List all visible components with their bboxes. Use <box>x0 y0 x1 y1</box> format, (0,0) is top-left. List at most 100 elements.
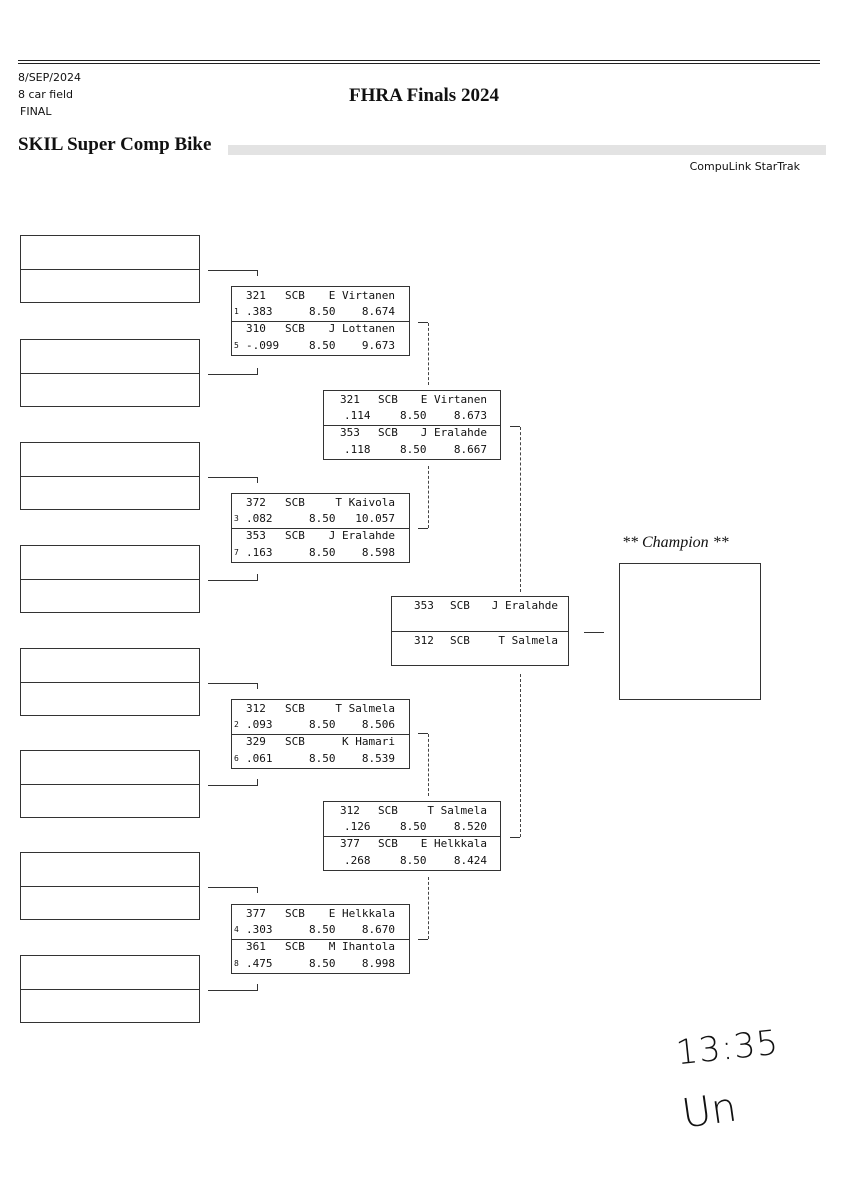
round1-matchup-2: 372 SCB T Kaivola 3 .082 8.50 10.057 353… <box>231 493 410 563</box>
elapsed-time: 9.673 <box>361 339 395 352</box>
reaction-time: -.099 <box>246 339 280 352</box>
connector <box>257 368 258 374</box>
handwritten-initials: Un <box>679 1084 740 1138</box>
connector <box>257 779 258 785</box>
elapsed-time: 8.670 <box>361 923 395 936</box>
car-class: SCB <box>378 393 398 406</box>
connector <box>257 887 258 893</box>
racer-name: J Eralahde <box>491 599 558 612</box>
top-rule <box>18 60 820 61</box>
connector <box>257 574 258 580</box>
car-class: SCB <box>285 529 305 542</box>
car-class: SCB <box>378 426 398 439</box>
lane-number: 4 <box>234 925 239 934</box>
connector <box>208 887 258 888</box>
dashed-connector <box>520 427 521 592</box>
car-class: SCB <box>285 289 305 302</box>
elapsed-time: 8.539 <box>361 752 395 765</box>
header-field: 8 car field <box>18 88 74 101</box>
car-class: SCB <box>285 496 305 509</box>
car-number: 377 <box>340 837 360 850</box>
car-number: 361 <box>246 940 266 953</box>
car-number: 310 <box>246 322 266 335</box>
reaction-time: .303 <box>246 923 273 936</box>
connector <box>510 837 520 838</box>
car-number: 372 <box>246 496 266 509</box>
elapsed-time: 8.674 <box>361 305 395 318</box>
dashed-connector <box>520 674 521 837</box>
empty-slot <box>20 648 200 716</box>
elapsed-time: 8.673 <box>453 409 487 422</box>
reaction-time: .118 <box>344 443 371 456</box>
dial-in: 8.50 <box>400 854 427 867</box>
connector <box>257 683 258 689</box>
car-class: SCB <box>285 735 305 748</box>
car-class: SCB <box>285 907 305 920</box>
top-rule-2 <box>18 63 820 64</box>
lane-number: 2 <box>234 720 239 729</box>
lane-number: 6 <box>234 754 239 763</box>
handwritten-time: 13:35 <box>674 1022 781 1074</box>
dial-in: 8.50 <box>400 409 427 422</box>
elapsed-time: 8.598 <box>361 546 395 559</box>
car-number: 312 <box>414 634 434 647</box>
dial-in: 8.50 <box>309 923 336 936</box>
racer-name: T Salmela <box>498 634 558 647</box>
racer-name: E Virtanen <box>328 289 395 302</box>
car-number: 353 <box>340 426 360 439</box>
car-number: 353 <box>246 529 266 542</box>
round2-matchup-2: 312 SCB T Salmela .126 8.50 8.520 377 SC… <box>323 801 501 871</box>
car-class: SCB <box>450 599 470 612</box>
connector <box>584 632 604 633</box>
dial-in: 8.50 <box>309 305 336 318</box>
connector <box>257 270 258 276</box>
dashed-connector <box>428 877 429 939</box>
event-title: FHRA Finals 2024 <box>349 85 499 106</box>
reaction-time: .082 <box>246 512 273 525</box>
car-class: SCB <box>285 702 305 715</box>
car-class: SCB <box>378 837 398 850</box>
connector <box>208 374 258 375</box>
lane-number: 5 <box>234 341 239 350</box>
elapsed-time: 8.998 <box>361 957 395 970</box>
dial-in: 8.50 <box>309 512 336 525</box>
reaction-time: .114 <box>344 409 371 422</box>
reaction-time: .163 <box>246 546 273 559</box>
car-number: 353 <box>414 599 434 612</box>
racer-name: T Salmela <box>335 702 395 715</box>
champion-label: ** Champion ** <box>622 534 729 551</box>
empty-slot <box>20 545 200 613</box>
lane-number: 8 <box>234 959 239 968</box>
car-number: 329 <box>246 735 266 748</box>
connector <box>418 322 428 323</box>
system-brand: CompuLink StarTrak <box>689 160 800 173</box>
empty-slot <box>20 852 200 920</box>
empty-slot <box>20 750 200 818</box>
elapsed-time: 10.057 <box>355 512 395 525</box>
empty-slot <box>20 442 200 510</box>
dial-in: 8.50 <box>400 820 427 833</box>
elapsed-time: 8.424 <box>453 854 487 867</box>
lane-number: 7 <box>234 548 239 557</box>
lane-number: 1 <box>234 307 239 316</box>
dashed-connector <box>428 734 429 796</box>
dial-in: 8.50 <box>309 339 336 352</box>
dial-in: 8.50 <box>309 546 336 559</box>
dial-in: 8.50 <box>309 752 336 765</box>
connector <box>208 477 258 478</box>
racer-name: M Ihantola <box>328 940 395 953</box>
reaction-time: .383 <box>246 305 273 318</box>
connector <box>418 528 428 529</box>
dashed-connector <box>428 466 429 528</box>
empty-slot <box>20 955 200 1023</box>
reaction-time: .475 <box>246 957 273 970</box>
empty-slot <box>20 339 200 407</box>
connector <box>208 580 258 581</box>
elapsed-time: 8.506 <box>361 718 395 731</box>
class-title-pattern <box>228 145 826 155</box>
round1-matchup-4: 377 SCB E Helkkala 4 .303 8.50 8.670 361… <box>231 904 410 974</box>
connector <box>208 785 258 786</box>
connector <box>208 270 258 271</box>
car-number: 321 <box>340 393 360 406</box>
class-title: SKIL Super Comp Bike <box>18 134 212 155</box>
